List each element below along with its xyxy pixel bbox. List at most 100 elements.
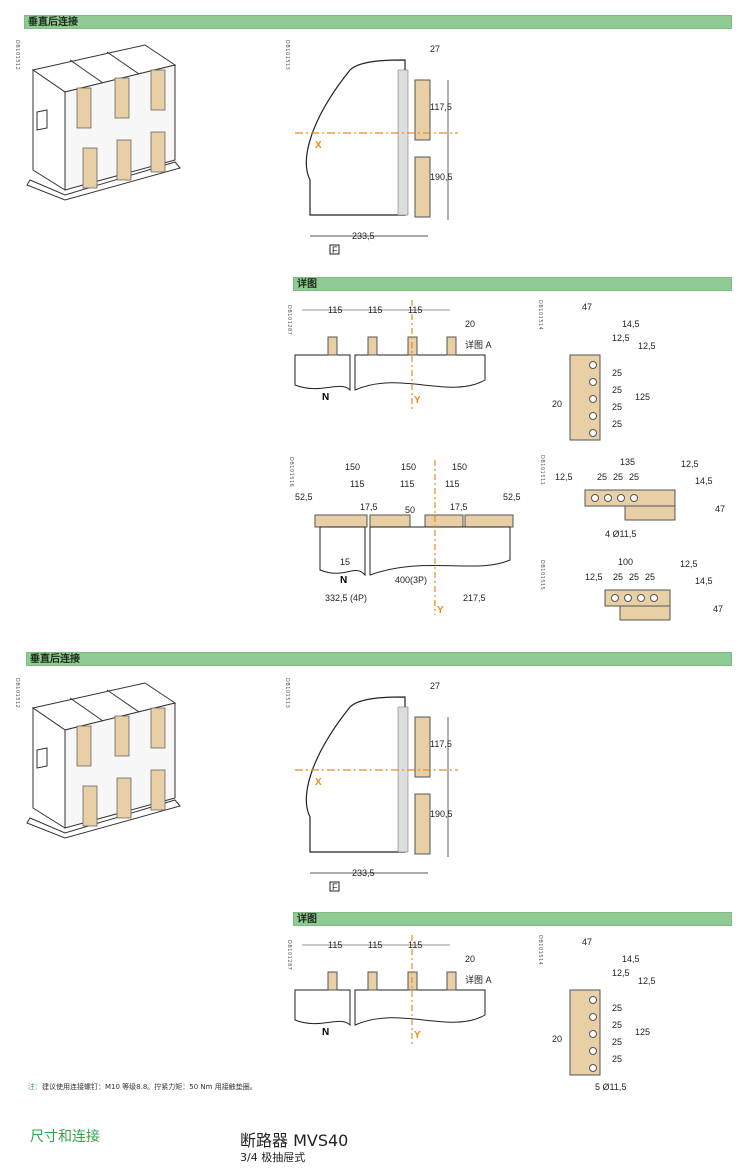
svg-text:12,5: 12,5 [638, 341, 656, 351]
svg-text:4 Ø11,5: 4 Ø11,5 [605, 529, 636, 539]
svg-text:F: F [332, 882, 338, 892]
svg-text:17,5: 17,5 [450, 502, 468, 512]
drawing-code: DB101512 [14, 678, 20, 709]
svg-text:N: N [322, 392, 329, 403]
svg-text:N: N [322, 1027, 329, 1038]
svg-text:115: 115 [400, 479, 414, 489]
detail-band-bottom: 详图 [293, 912, 732, 926]
busbar-135: 135 12,5 25 25 25 12,5 14,5 47 4 Ø11,5 [555, 457, 725, 539]
svg-text:332,5 (4P): 332,5 (4P) [325, 593, 367, 603]
svg-text:12,5: 12,5 [638, 976, 656, 986]
svg-text:25: 25 [612, 1003, 622, 1013]
svg-text:190,5: 190,5 [430, 809, 453, 819]
section-band-bottom: 垂直后连接 [26, 652, 732, 666]
section-title-top: 垂直后连接 [28, 17, 78, 28]
svg-text:5 Ø11,5: 5 Ø11,5 [595, 1082, 626, 1092]
detail-band-top: 详图 [293, 277, 732, 291]
svg-text:52,5: 52,5 [295, 492, 313, 502]
svg-text:20: 20 [552, 399, 562, 409]
product-subtitle: 3/4 极抽屉式 [240, 1151, 306, 1164]
section-heading: 尺寸和连接 [30, 1129, 100, 1145]
svg-text:400(3P): 400(3P) [395, 575, 427, 585]
svg-text:52,5: 52,5 [503, 492, 521, 502]
side-view-bottom: X 27 117,5 190,5 233,5 F [295, 681, 458, 892]
detail-a-top: 47 14,5 12,5 12,5 25 25 25 25 125 20 [552, 302, 656, 441]
section-band-top: 垂直后连接 [24, 15, 732, 29]
svg-text:217,5: 217,5 [463, 593, 486, 603]
dim-190-5: 190,5 [430, 172, 453, 182]
axis-x-label: X [315, 140, 322, 151]
svg-text:12,5: 12,5 [612, 333, 630, 343]
svg-text:25: 25 [597, 472, 607, 482]
section-title-bottom: 垂直后连接 [30, 654, 80, 665]
svg-text:135: 135 [620, 457, 635, 467]
svg-text:150: 150 [345, 462, 360, 472]
svg-text:150: 150 [452, 462, 467, 472]
svg-text:47: 47 [582, 937, 592, 947]
svg-text:15: 15 [340, 557, 350, 567]
installation-note: 注：建议使用连接螺钉：M10 等级8.8。拧紧力矩：50 Nm 用接触垫圈。 [28, 1083, 257, 1091]
svg-text:25: 25 [612, 385, 622, 395]
svg-text:25: 25 [612, 1037, 622, 1047]
svg-text:27: 27 [430, 681, 440, 691]
svg-text:Y: Y [414, 395, 421, 406]
svg-text:14,5: 14,5 [695, 576, 713, 586]
svg-text:150: 150 [401, 462, 416, 472]
dim-233-5: 233,5 [352, 231, 375, 241]
svg-text:125: 125 [635, 392, 650, 402]
svg-text:25: 25 [629, 472, 639, 482]
svg-text:25: 25 [612, 368, 622, 378]
svg-text:25: 25 [645, 572, 655, 582]
svg-text:117,5: 117,5 [430, 739, 452, 749]
front-view-4p: 150 150 150 115 115 115 52,5 52,5 17,5 1… [295, 460, 521, 616]
svg-text:115: 115 [350, 479, 364, 489]
front-view-bottom: 115 115 115 20 详图 A N Y [294, 935, 492, 1045]
ref-f: F [332, 245, 338, 255]
svg-text:20: 20 [465, 954, 475, 964]
dim-117-5: 117,5 [430, 102, 452, 112]
lower-terminal [414, 156, 431, 218]
svg-text:20: 20 [552, 1034, 562, 1044]
drawing-code: DB101515 [539, 560, 545, 591]
terminal-bars-top-row [76, 69, 166, 129]
svg-text:50: 50 [405, 505, 415, 515]
upper-terminal [414, 79, 431, 141]
svg-text:115: 115 [445, 479, 459, 489]
terminal-bars-bottom-row [82, 131, 166, 189]
front-view-top: 115 115 115 20 详图 A N Y [294, 300, 492, 410]
svg-text:X: X [315, 777, 322, 788]
svg-text:47: 47 [715, 504, 725, 514]
svg-text:25: 25 [612, 419, 622, 429]
svg-text:Y: Y [414, 1030, 421, 1041]
svg-text:详图 A: 详图 A [465, 339, 492, 350]
svg-text:25: 25 [612, 402, 622, 412]
svg-text:47: 47 [582, 302, 592, 312]
dim-27: 27 [430, 44, 440, 54]
svg-text:12,5: 12,5 [612, 968, 630, 978]
isometric-breaker-view-top [26, 44, 181, 201]
isometric-breaker-view-bottom [26, 682, 181, 839]
svg-text:20: 20 [465, 319, 475, 329]
svg-text:14,5: 14,5 [695, 476, 713, 486]
svg-text:12,5: 12,5 [555, 472, 573, 482]
svg-text:25: 25 [613, 572, 623, 582]
svg-text:125: 125 [635, 1027, 650, 1037]
svg-text:17,5: 17,5 [360, 502, 378, 512]
svg-text:14,5: 14,5 [622, 954, 640, 964]
svg-text:14,5: 14,5 [622, 319, 640, 329]
svg-text:12,5: 12,5 [680, 559, 698, 569]
side-view-top: X 27 117,5 190,5 233,5 F [295, 44, 458, 255]
detail-a-bottom: 47 14,5 12,5 12,5 25 25 25 25 125 20 5 Ø… [552, 937, 656, 1092]
busbar-100: 100 12,5 25 25 25 12,5 14,5 47 [585, 557, 723, 621]
drawing-code: DB101512 [14, 40, 20, 71]
svg-text:100: 100 [618, 557, 633, 567]
product-title: 断路器 MVS40 [240, 1131, 349, 1150]
svg-text:25: 25 [612, 1054, 622, 1064]
svg-text:12,5: 12,5 [681, 459, 699, 469]
svg-text:Y: Y [437, 605, 444, 616]
svg-text:47: 47 [713, 604, 723, 614]
svg-text:25: 25 [613, 472, 623, 482]
svg-text:25: 25 [629, 572, 639, 582]
svg-text:25: 25 [612, 1020, 622, 1030]
svg-text:详图 A: 详图 A [465, 974, 492, 985]
